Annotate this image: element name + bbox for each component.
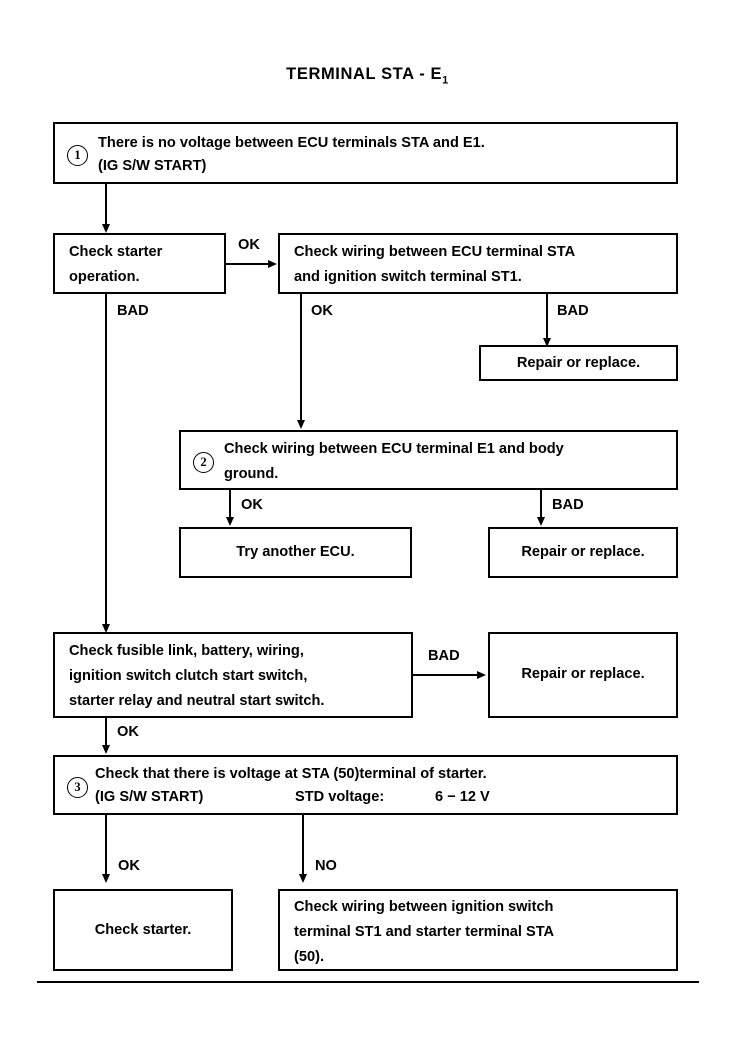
footer-rule — [37, 981, 699, 983]
connector-check-starter-operation-bad — [105, 294, 107, 631]
connector-step2-ok — [229, 490, 231, 520]
page-title: TERMINAL STA - E1 — [0, 65, 735, 86]
edge-label-ok-1: OK — [238, 237, 260, 253]
connector-wiring-to-step2 — [300, 294, 302, 423]
connector-step3-ok — [105, 815, 107, 877]
arrowhead-down-7 — [101, 745, 110, 754]
box-repair-or-replace-1-text: Repair or replace. — [516, 355, 641, 371]
box-step-3-line-2-std-label: STD voltage: — [295, 789, 385, 805]
box-step-1: 1 There is no voltage between ECU termin… — [53, 122, 678, 184]
box-check-wiring-sta-st1: Check wiring between ECU terminal STA an… — [278, 233, 678, 294]
box-check-starter: Check starter. — [53, 889, 233, 971]
arrowhead-down-5 — [536, 517, 545, 526]
edge-label-bad-4: BAD — [428, 648, 460, 664]
arrowhead-down-9 — [298, 874, 307, 883]
connector-step1-to-check-starter-operation — [105, 184, 107, 227]
step-number-1: 1 — [67, 145, 88, 166]
connector-wiring-to-repair-1 — [546, 294, 548, 341]
arrowhead-down-4 — [225, 517, 234, 526]
box-try-another-ecu-text: Try another ECU. — [236, 544, 355, 560]
box-check-starter-operation-text: Check starter operation. — [69, 244, 163, 285]
box-repair-or-replace-3-text: Repair or replace. — [521, 666, 645, 682]
box-repair-or-replace-3: Repair or replace. — [488, 632, 678, 718]
box-check-starter-text: Check starter. — [94, 922, 192, 938]
arrowhead-down-6 — [101, 624, 110, 633]
arrowhead-down-8 — [101, 874, 110, 883]
connector-fusible-link-to-step3 — [105, 718, 107, 748]
page-title-text: TERMINAL STA - E — [286, 65, 443, 83]
box-step-3-line-1: Check that there is voltage at STA (50)t… — [95, 766, 487, 782]
connector-step2-bad — [540, 490, 542, 520]
step-number-2: 2 — [193, 452, 214, 473]
box-repair-or-replace-2-text: Repair or replace. — [521, 544, 645, 560]
box-step-2-text: Check wiring between ECU terminal E1 and… — [224, 441, 564, 482]
arrowhead-down-3 — [542, 338, 551, 347]
box-step-3-line-2-condition: (IG S/W START) — [95, 789, 204, 805]
edge-label-no-1: NO — [315, 858, 337, 874]
edge-label-ok-4: OK — [117, 724, 139, 740]
box-check-wiring-sta-st1-text: Check wiring between ECU terminal STA an… — [294, 244, 576, 285]
box-repair-or-replace-2: Repair or replace. — [488, 527, 678, 578]
box-step-1-line-2: (IG S/W START) — [98, 158, 207, 174]
connector-step3-no — [302, 815, 304, 877]
edge-label-bad-3: BAD — [552, 497, 584, 513]
box-step-2: 2 Check wiring between ECU terminal E1 a… — [179, 430, 678, 490]
arrowhead-down-1 — [101, 224, 110, 233]
box-check-fusible-link-text: Check fusible link, battery, wiring, ign… — [69, 643, 325, 709]
box-repair-or-replace-1: Repair or replace. — [479, 345, 678, 381]
edge-label-bad-2: BAD — [557, 303, 589, 319]
step-number-3: 3 — [67, 777, 88, 798]
box-check-wiring-st1-sta50-text: Check wiring between ignition switch ter… — [294, 899, 555, 965]
page-title-subscript: 1 — [442, 74, 449, 87]
box-check-starter-operation: Check starter operation. — [53, 233, 226, 294]
edge-label-ok-3: OK — [241, 497, 263, 513]
box-step-3-line-2-std-value: 6 − 12 V — [435, 789, 490, 805]
box-try-another-ecu: Try another ECU. — [179, 527, 412, 578]
box-check-fusible-link: Check fusible link, battery, wiring, ign… — [53, 632, 413, 718]
arrowhead-right-1 — [268, 259, 277, 268]
connector-check-starter-operation-to-wiring — [226, 263, 272, 265]
edge-label-ok-5: OK — [118, 858, 140, 874]
box-step-3: 3 Check that there is voltage at STA (50… — [53, 755, 678, 815]
edge-label-ok-2: OK — [311, 303, 333, 319]
edge-label-bad-1: BAD — [117, 303, 149, 319]
arrowhead-down-2 — [296, 420, 305, 429]
box-step-1-line-1: There is no voltage between ECU terminal… — [98, 135, 485, 151]
arrowhead-right-2 — [477, 670, 486, 679]
connector-fusible-link-bad — [413, 674, 479, 676]
box-check-wiring-st1-sta50: Check wiring between ignition switch ter… — [278, 889, 678, 971]
